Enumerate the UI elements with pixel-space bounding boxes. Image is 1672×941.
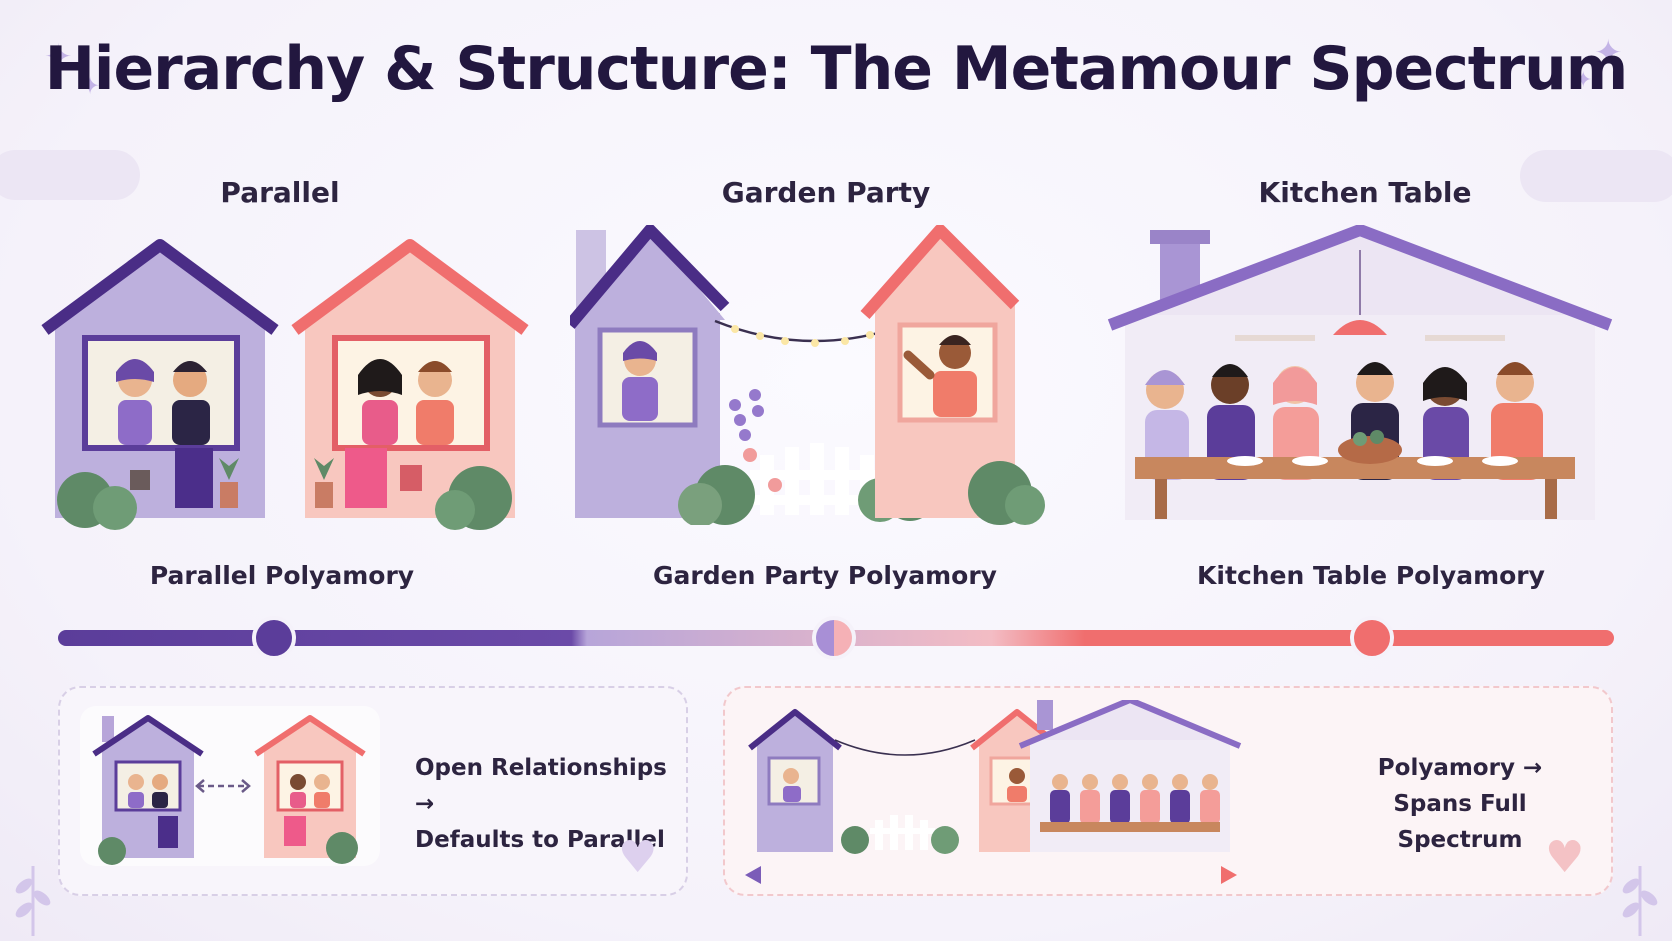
house-icon	[291, 239, 529, 530]
label-garden-party-polyamory: Garden Party Polyamory	[653, 561, 997, 590]
sparkle-icon: ✦	[1594, 33, 1623, 73]
polyamory-line1: Polyamory →	[1377, 755, 1543, 781]
cloud-decoration	[1520, 150, 1672, 202]
spectrum-slider	[58, 616, 1614, 660]
spectrum-marker-garden-party	[812, 616, 856, 660]
sparkle-icon: ✦	[44, 37, 73, 77]
open-relationships-text: Open Relationships → Defaults to Paralle…	[415, 750, 675, 858]
leaf-decoration	[15, 866, 51, 936]
label-parallel-polyamory: Parallel Polyamory	[149, 561, 415, 590]
leaf-decoration	[1622, 866, 1658, 936]
section-heading-garden-party: Garden Party	[721, 176, 931, 209]
polyamory-text: Polyamory → Spans Full Spectrum	[1335, 750, 1585, 858]
arrow-double-icon	[195, 779, 251, 793]
section-heading-kitchen-table: Kitchen Table	[1258, 176, 1472, 209]
label-kitchen-table-polyamory: Kitchen Table Polyamory	[1197, 561, 1545, 590]
spectrum-marker-parallel	[252, 616, 296, 660]
page-title: Hierarchy & Structure: The Metamour Spec…	[44, 34, 1629, 104]
sparkle-icon: ✦	[1574, 68, 1593, 93]
polyamory-line2: Spans Full Spectrum	[1393, 791, 1527, 853]
heart-icon: ♥	[1545, 832, 1585, 883]
polyamory-spectrum-illustration	[745, 700, 1242, 884]
open-relationships-line2: Defaults to Parallel	[415, 827, 665, 853]
kitchen-table-illustration	[1107, 225, 1613, 520]
open-relationships-illustration	[80, 706, 380, 866]
open-relationships-line1: Open Relationships →	[415, 755, 667, 817]
cloud-decoration	[0, 150, 140, 200]
section-heading-parallel: Parallel	[220, 176, 340, 209]
parallel-illustration	[41, 239, 529, 530]
house-icon	[41, 239, 279, 530]
heart-icon: ♥	[618, 832, 658, 883]
arrow-double-icon	[745, 866, 1237, 884]
garden-party-illustration	[570, 225, 1045, 525]
sparkle-icon: ✦	[80, 72, 101, 100]
spectrum-marker-kitchen-table	[1350, 616, 1394, 660]
